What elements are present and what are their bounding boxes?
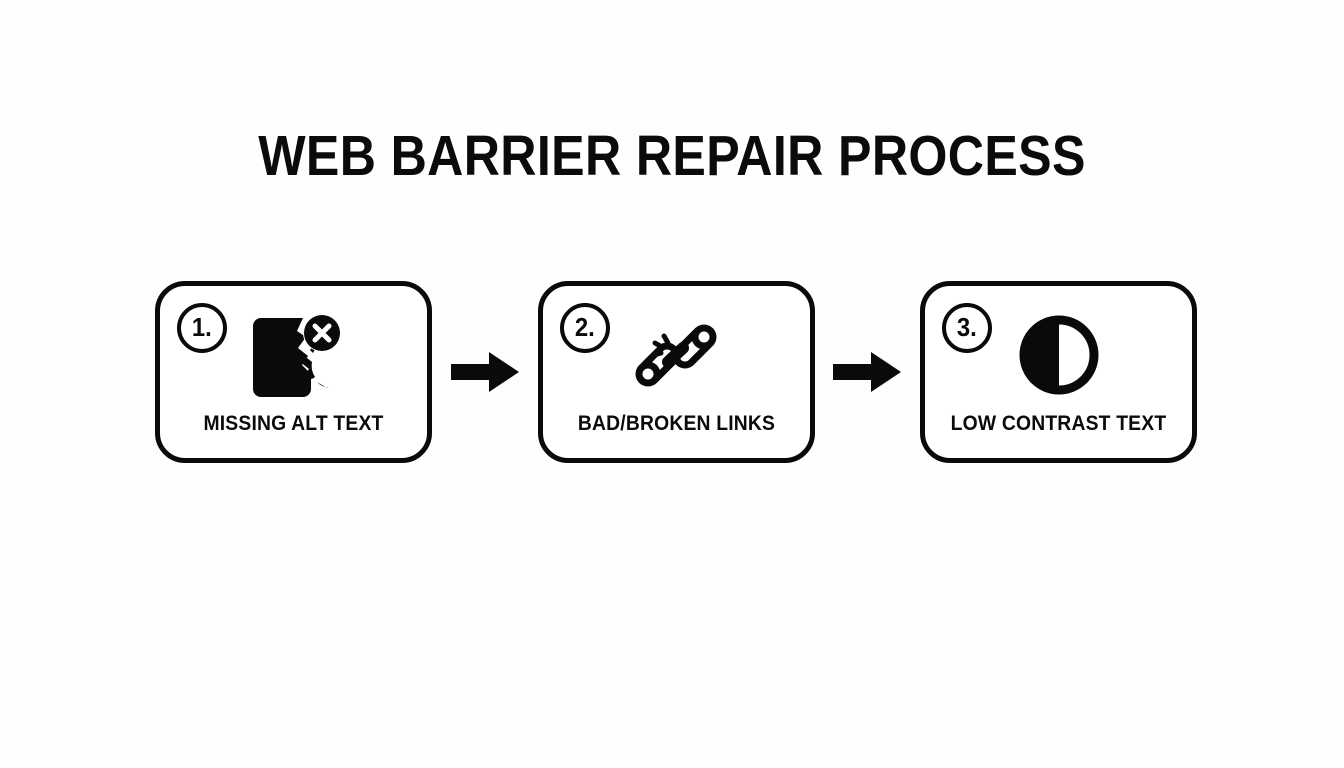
contrast-circle-icon xyxy=(1017,312,1101,398)
step-number-badge: 1. xyxy=(177,303,227,353)
step-label: BAD/BROKEN LINKS xyxy=(577,412,775,435)
step-card-bad-broken-links[interactable]: 2. xyxy=(537,281,815,463)
step-card-low-contrast-text[interactable]: 3. LOW CONTRAST TEXT xyxy=(920,281,1197,463)
step-label: MISSING ALT TEXT xyxy=(203,412,384,435)
arrow-right-icon xyxy=(450,351,520,393)
step-label: LOW CONTRAST TEXT xyxy=(950,412,1167,435)
step-number-badge: 3. xyxy=(942,303,992,353)
step-number-label: 3. xyxy=(957,312,977,342)
step-number-label: 2. xyxy=(574,312,595,342)
process-flow: 1. MISSING ALT TEXT xyxy=(155,281,1197,463)
arrow-right-icon xyxy=(832,351,902,393)
broken-image-icon xyxy=(245,312,343,398)
step-card-missing-alt-text[interactable]: 1. MISSING ALT TEXT xyxy=(155,281,432,463)
page-title: WEB BARRIER REPAIR PROCESS xyxy=(258,124,1086,188)
step-number-label: 1. xyxy=(192,312,212,342)
broken-link-icon xyxy=(630,312,722,398)
step-number-badge: 2. xyxy=(559,303,610,353)
